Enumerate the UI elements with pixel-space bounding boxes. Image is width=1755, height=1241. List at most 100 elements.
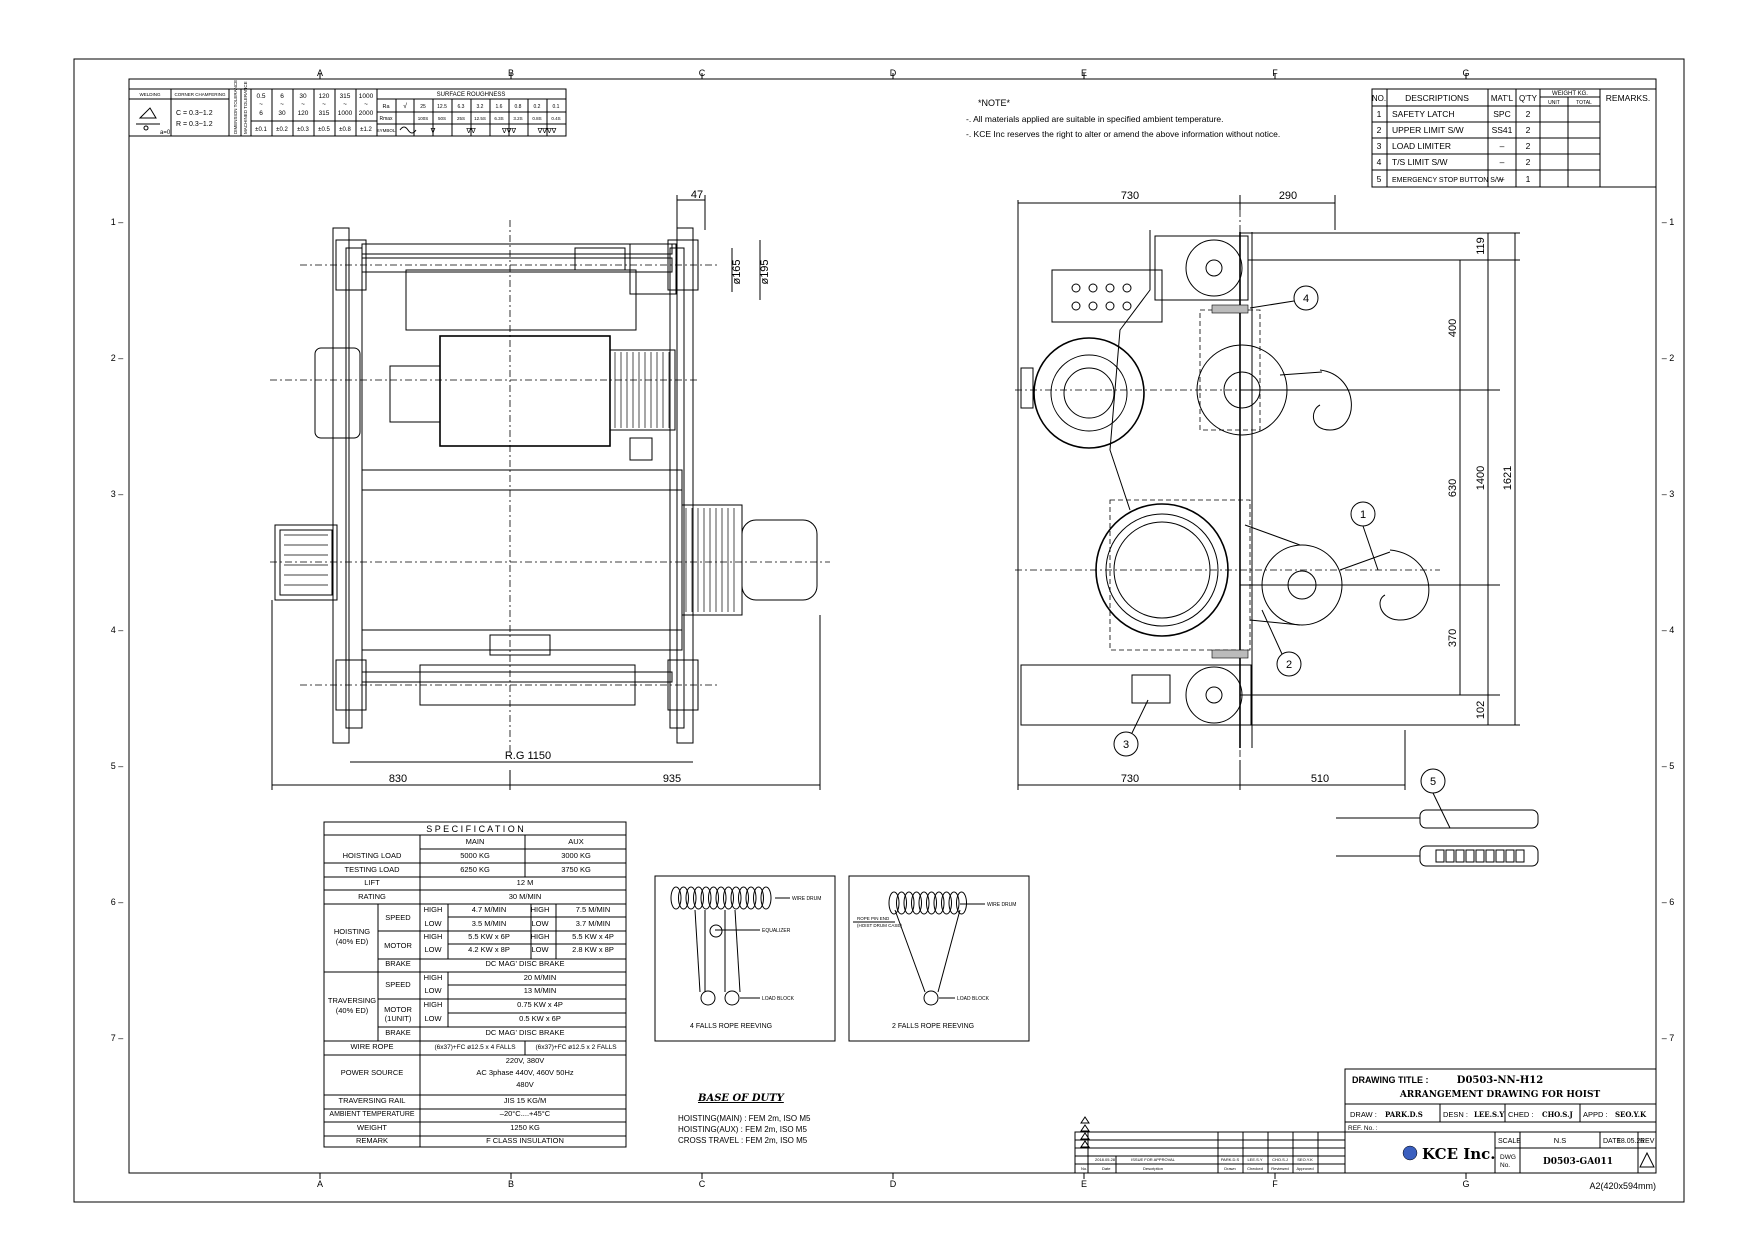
drawing-title-2: ARRANGEMENT DRAWING FOR HOIST [1399, 1090, 1601, 1100]
balloon-2 [1276, 651, 1302, 677]
svg-text:LOW: LOW [424, 986, 442, 995]
balloon-2-label: 2 [1286, 659, 1292, 671]
balloon-4-label: 4 [1303, 293, 1309, 305]
svg-text:5000 KG: 5000 KG [460, 851, 490, 860]
svg-text:0.2: 0.2 [534, 104, 541, 110]
svg-text:20 M/MIN: 20 M/MIN [524, 973, 557, 982]
svg-text:AMBIENT TEMPERATURE: AMBIENT TEMPERATURE [329, 1111, 415, 1118]
svg-text:6: 6 [280, 93, 284, 100]
symbol-label: SYMBOL [377, 128, 396, 133]
notes: *NOTE* -. All materials applied are suit… [966, 98, 1280, 139]
svg-text:HOISTING LOAD: HOISTING LOAD [343, 851, 402, 860]
traverse-gear-left-fins [284, 534, 328, 586]
svg-text:WIRE DRUM: WIRE DRUM [792, 896, 821, 902]
svg-text:30 M/MIN: 30 M/MIN [509, 892, 542, 901]
balloon-1-label: 1 [1360, 509, 1366, 521]
grid-col-label: B [508, 1179, 514, 1189]
grid-row-label: 5 – [111, 761, 124, 771]
tolerance-ranges: 0.5~6±0.16~30±0.230~120±0.3120~315±0.531… [255, 93, 373, 133]
svg-text:MOTOR: MOTOR [384, 1005, 412, 1014]
dim-d165: ø165 [731, 259, 743, 284]
svg-text:LEE.S.Y: LEE.S.Y [1474, 1110, 1505, 1119]
symbol-1: ∇ [430, 127, 436, 135]
svg-text:SEO.Y.K: SEO.Y.K [1297, 1157, 1313, 1162]
grid-row-label: – 1 [1662, 217, 1675, 227]
svg-text:120: 120 [319, 93, 330, 100]
svg-text:2: 2 [1526, 157, 1531, 167]
welding-symbol [136, 107, 160, 131]
control-box [1051, 269, 1163, 323]
traverse-gear-top [629, 243, 677, 295]
pl-header-total: TOTAL [1576, 100, 1592, 106]
svg-text:Description: Description [1143, 1166, 1163, 1171]
wheel-top-right [667, 239, 699, 291]
svg-text:Reviewed: Reviewed [1271, 1166, 1289, 1171]
grid-row-label: 3 – [111, 489, 124, 499]
drawing-title-label: DRAWING TITLE : [1352, 1075, 1429, 1085]
svg-text:DRAW :: DRAW : [1350, 1110, 1377, 1119]
svg-text:DWG: DWG [1500, 1154, 1516, 1161]
svg-text:1250 KG: 1250 KG [510, 1123, 540, 1132]
pl-row: 4 T/S LIMIT S/W – 2 [1377, 157, 1531, 167]
svg-text:±1.2: ±1.2 [360, 127, 372, 133]
svg-text:1: 1 [1377, 109, 1382, 119]
svg-text:12.5: 12.5 [437, 104, 447, 110]
side-plate-left [332, 227, 350, 744]
dim-1621: 1621 [1502, 466, 1514, 490]
dim-630: 630 [1447, 479, 1459, 497]
drawing-title-1: D0503-NN-H12 [1457, 1075, 1543, 1086]
svg-text:CHED :: CHED : [1508, 1110, 1533, 1119]
svg-text:HOISTING: HOISTING [334, 927, 370, 936]
svg-text:5.5 KW x 6P: 5.5 KW x 6P [468, 932, 510, 941]
grid-col-label: E [1081, 1179, 1087, 1189]
svg-text:~: ~ [301, 101, 305, 108]
svg-text:2.8 KW x 8P: 2.8 KW x 8P [572, 945, 614, 954]
svg-text:6.3S: 6.3S [494, 116, 503, 121]
kce-logo-icon [1402, 1145, 1418, 1161]
c-value: C = 0.3~1.2 [176, 110, 213, 117]
svg-text:HIGH: HIGH [424, 905, 443, 914]
pl-header-qty: Q'TY [1519, 94, 1538, 103]
balloon-3-label: 3 [1123, 739, 1129, 751]
grid-col-label: F [1272, 1179, 1278, 1189]
svg-text:2: 2 [1526, 109, 1531, 119]
svg-text:0.8S: 0.8S [532, 116, 541, 121]
note-1: -. All materials applied are suitable in… [966, 114, 1224, 124]
dim-370: 370 [1447, 629, 1459, 647]
svg-text:SCALE: SCALE [1498, 1138, 1521, 1145]
svg-text:~: ~ [322, 101, 326, 108]
svg-text:PARK.D.S: PARK.D.S [1385, 1110, 1423, 1119]
welding-label: WELDING [139, 92, 161, 97]
grid-col-label: D [890, 1179, 897, 1189]
svg-text:2000: 2000 [359, 110, 374, 117]
tolerance-table: WELDING CORNER CHAMFERING C = 0.3~1.2 R … [128, 80, 567, 137]
rev-triangle-icon [1639, 1151, 1655, 1168]
svg-text:6250 KG: 6250 KG [460, 865, 490, 874]
svg-text:4: 4 [1377, 157, 1382, 167]
svg-text:(1UNIT): (1UNIT) [385, 1014, 412, 1023]
dim-290: 290 [1279, 190, 1297, 202]
symbol-3: ∇∇∇ [501, 127, 516, 135]
svg-text:480V: 480V [516, 1080, 534, 1089]
dim-d195: ø195 [759, 259, 771, 284]
svg-text:LOW: LOW [531, 945, 549, 954]
svg-text:3.2S: 3.2S [513, 116, 522, 121]
dim-510: 510 [1311, 773, 1329, 785]
dim-rg-1150: R.G 1150 [505, 750, 551, 762]
svg-text:5.5 KW x 4P: 5.5 KW x 4P [572, 932, 614, 941]
svg-text:ISSUE FOR APPROVAL: ISSUE FOR APPROVAL [1131, 1157, 1175, 1162]
svg-text:Date: Date [1102, 1166, 1111, 1171]
svg-text:0.5: 0.5 [256, 93, 265, 100]
svg-text:±0.1: ±0.1 [255, 127, 267, 133]
svg-text:(6x37)+FC ø12.5 x 4 FALLS: (6x37)+FC ø12.5 x 4 FALLS [434, 1044, 516, 1051]
machined-tolerance-label: MACHINED TOLERANCE [243, 81, 248, 134]
svg-text:TESTING LOAD: TESTING LOAD [344, 865, 400, 874]
svg-text:3.2: 3.2 [477, 104, 484, 110]
svg-text:6.3: 6.3 [458, 104, 465, 110]
svg-text:6: 6 [259, 110, 263, 117]
svg-text:1000: 1000 [359, 93, 374, 100]
svg-text:3: 3 [1377, 141, 1382, 151]
svg-text:30: 30 [278, 110, 286, 117]
svg-text:5: 5 [1377, 174, 1382, 184]
svg-text:1: 1 [1526, 174, 1531, 184]
